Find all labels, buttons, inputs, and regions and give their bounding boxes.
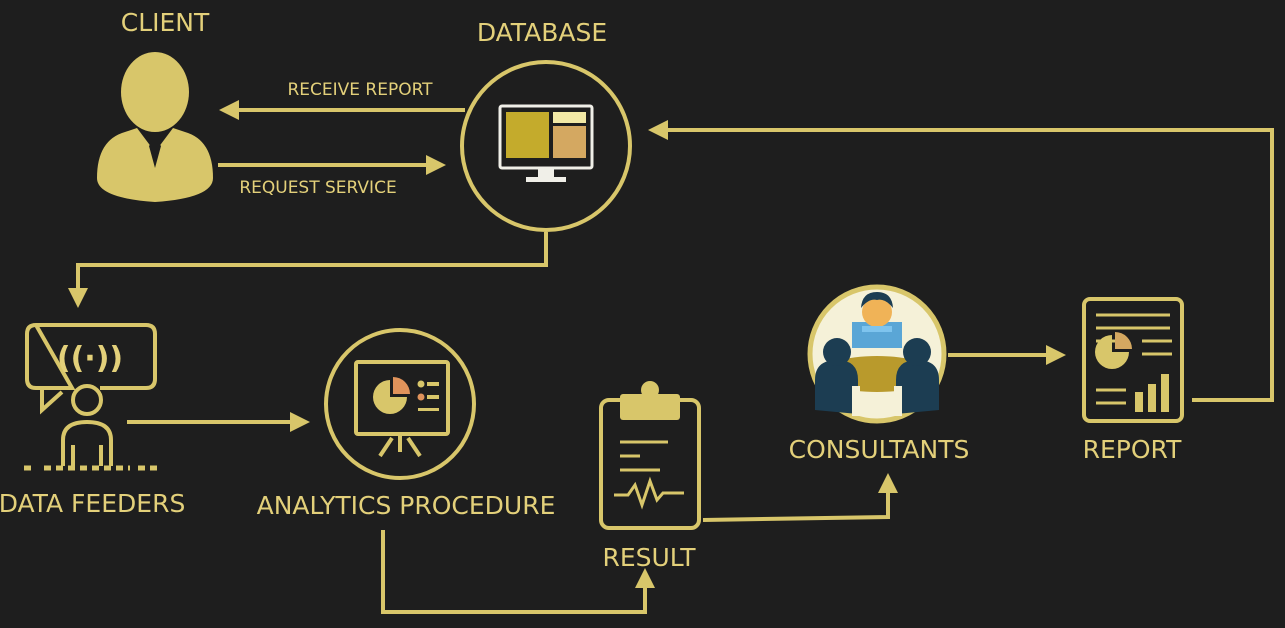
client-user-icon (97, 52, 213, 202)
consultants-meeting-icon (807, 284, 947, 424)
client-label: CLIENT (121, 8, 210, 37)
report-document-icon (1082, 297, 1184, 423)
report-label: REPORT (1083, 435, 1182, 464)
data-feeders-broadcast-icon: ((·)) (24, 322, 158, 471)
arrow-database-to-feeders (68, 232, 548, 308)
request-service-label: REQUEST SERVICE (239, 178, 396, 198)
data-feeders-label: DATA FEEDERS (0, 489, 185, 518)
arrow-analytics-to-result (381, 530, 655, 614)
analytics-presentation-icon (324, 328, 476, 480)
arrow-report-to-database (648, 120, 1274, 402)
result-label: RESULT (602, 543, 696, 572)
analytics-procedure-label: ANALYTICS PROCEDURE (257, 491, 556, 520)
database-label: DATABASE (477, 18, 607, 47)
arrow-result-to-consultants (702, 473, 898, 522)
result-clipboard-icon (599, 381, 701, 530)
receive-report-label: RECEIVE REPORT (287, 80, 433, 100)
consultants-label: CONSULTANTS (789, 435, 970, 464)
database-monitor-icon (460, 60, 632, 232)
svg-text:((·)): ((·)) (57, 341, 123, 376)
